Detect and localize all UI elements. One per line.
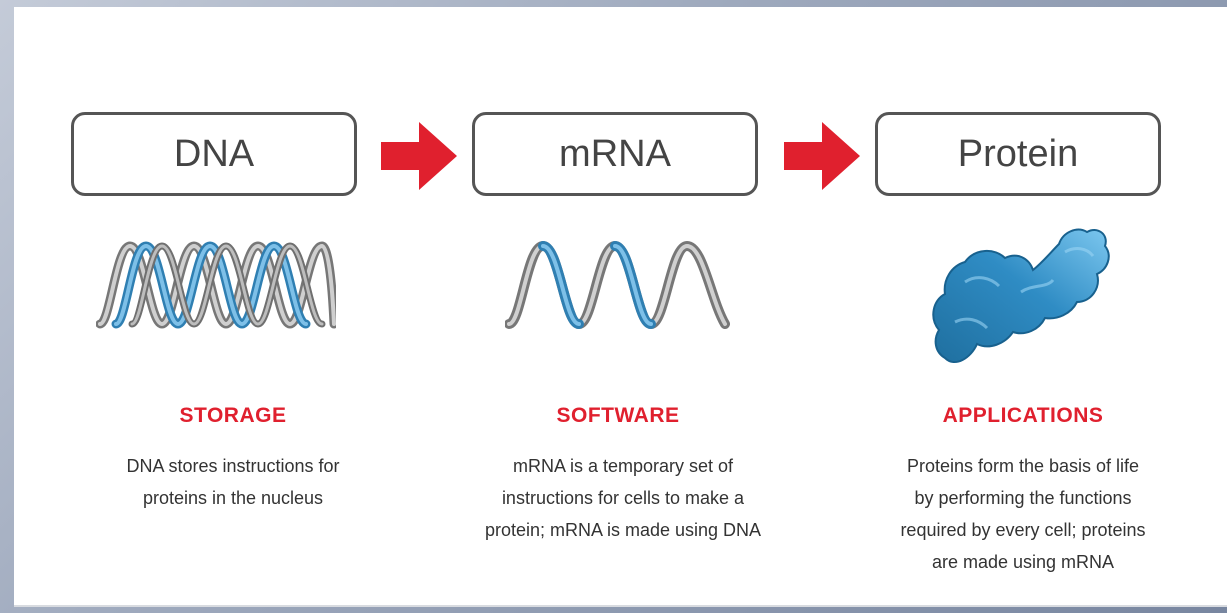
stage-title-dna: DNA xyxy=(173,132,255,175)
description-storage: DNA stores instructions for proteins in … xyxy=(83,450,383,514)
bottom-divider xyxy=(14,605,1227,607)
protein-icon xyxy=(932,228,1110,363)
description-line: Proteins form the basis of life xyxy=(906,456,1140,476)
description-line: are made using mRNA xyxy=(931,552,1115,572)
description-line: by performing the functions xyxy=(914,488,1132,508)
label-applications: APPLICATIONS xyxy=(942,404,1104,427)
red-arrow-icon xyxy=(381,122,457,190)
description-line: proteins in the nucleus xyxy=(142,488,324,508)
description-line: protein; mRNA is made using DNA xyxy=(484,520,762,540)
stage-box-dna: DNA xyxy=(71,112,357,196)
description-line: DNA stores instructions for xyxy=(126,456,340,476)
stage-box-mrna: mRNA xyxy=(472,112,758,196)
stage-box-protein: Protein xyxy=(875,112,1161,196)
dna-helix-icon xyxy=(96,241,336,329)
description-line: required by every cell; proteins xyxy=(900,520,1146,540)
description-line: instructions for cells to make a xyxy=(501,488,745,508)
red-arrow-icon xyxy=(784,122,860,190)
mrna-strand-icon xyxy=(505,240,730,330)
description-software: mRNA is a temporary set of instructions … xyxy=(478,450,768,546)
stage-title-mrna: mRNA xyxy=(559,132,671,175)
stage-title-protein: Protein xyxy=(957,132,1079,175)
description-line: mRNA is a temporary set of xyxy=(512,456,734,476)
label-software: SOFTWARE xyxy=(556,404,680,427)
label-storage: STORAGE xyxy=(179,404,287,427)
description-applications: Proteins form the basis of life by perfo… xyxy=(873,450,1173,578)
